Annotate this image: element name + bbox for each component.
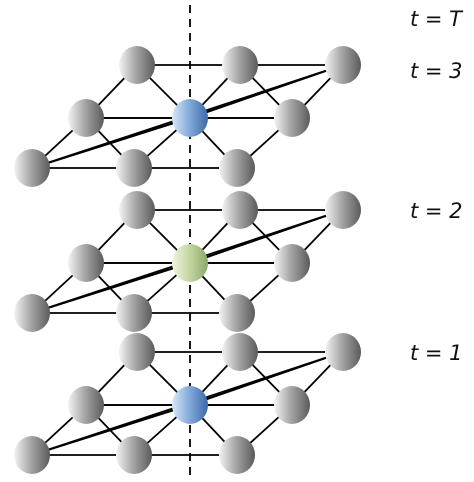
lattice-node <box>325 191 361 229</box>
lattice-layers <box>14 46 361 474</box>
lattice-layer <box>14 333 361 474</box>
lattice-node <box>222 46 258 84</box>
lattice-node <box>325 333 361 371</box>
lattice-node <box>325 46 361 84</box>
lattice-node <box>222 191 258 229</box>
time-label-T: t = T <box>410 7 464 31</box>
time-labels: t = T t = 3 t = 2 t = 1 <box>410 7 464 365</box>
lattice-node <box>274 386 310 424</box>
center-node-blue <box>172 99 208 137</box>
lattice-node <box>68 99 104 137</box>
lattice-node <box>274 99 310 137</box>
lattice-node <box>119 333 155 371</box>
lattice-node <box>14 149 50 187</box>
time-label-3: t = 3 <box>410 59 463 83</box>
lattice-node <box>219 436 255 474</box>
lattice-layer <box>14 191 361 332</box>
lattice-node <box>274 244 310 282</box>
lattice-node <box>219 294 255 332</box>
lattice-node <box>119 46 155 84</box>
lattice-node <box>119 191 155 229</box>
lattice-node <box>116 294 152 332</box>
lattice-node <box>14 294 50 332</box>
center-node-blue <box>172 386 208 424</box>
lattice-node <box>116 436 152 474</box>
lattice-node <box>222 333 258 371</box>
lattice-node <box>68 244 104 282</box>
lattice-node <box>14 436 50 474</box>
time-label-1: t = 1 <box>410 341 463 365</box>
time-label-2: t = 2 <box>410 199 463 223</box>
lattice-node <box>116 149 152 187</box>
lattice-node <box>219 149 255 187</box>
lattice-layer <box>14 46 361 187</box>
center-node-green <box>172 244 208 282</box>
lattice-node <box>68 386 104 424</box>
